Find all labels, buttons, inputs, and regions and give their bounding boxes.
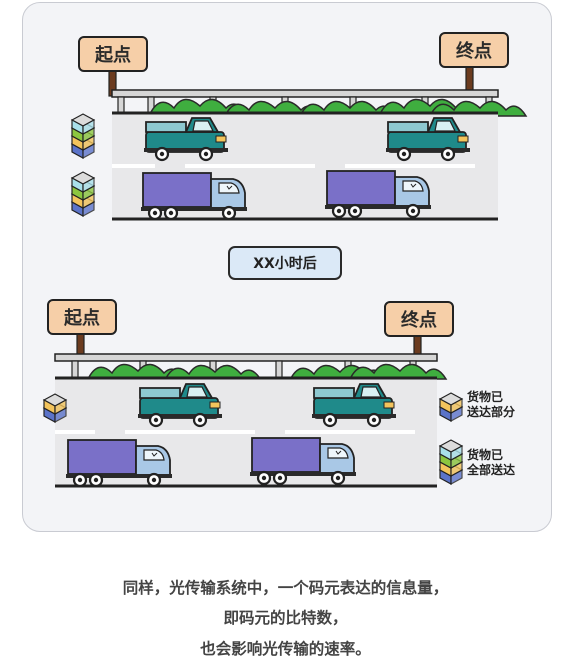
caption-line-1: 同样，光传输系统中，一个码元表达的信息量， xyxy=(122,579,449,597)
note-partial-delivered: 货物已 送达部分 xyxy=(467,390,515,420)
note-line: 货物已 xyxy=(467,390,504,404)
sign-start-label: 起点 xyxy=(94,44,131,66)
cargo-stack-icon xyxy=(440,393,462,421)
sign-start: 起点 xyxy=(47,299,117,335)
fence-rail xyxy=(54,353,438,362)
scene-bottom: 起点 终点 xyxy=(44,299,462,488)
sign-start-label: 起点 xyxy=(63,307,100,329)
fence-rail xyxy=(111,89,499,98)
cargo-stack-icon xyxy=(72,172,94,216)
note-fully-delivered: 货物已 全部送达 xyxy=(467,448,515,478)
cargo-stack-icon xyxy=(44,394,66,422)
sign-end-label: 终点 xyxy=(401,309,437,331)
note-line: 全部送达 xyxy=(467,463,516,477)
cargo-stack-icon xyxy=(440,440,462,484)
sign-end: 终点 xyxy=(384,301,454,337)
cargo-stack-icon xyxy=(72,114,94,158)
scene-top: 起点 终点 xyxy=(72,32,527,221)
caption-line-2: 即码元的比特数， xyxy=(223,609,348,627)
illustration-scene: 起点 终点 xyxy=(0,32,527,488)
caption-line-3: 也会影响光传输的速率。 xyxy=(200,640,371,658)
note-line: 送达部分 xyxy=(467,405,516,419)
time-elapsed-label: XX小时后 xyxy=(228,246,342,280)
sign-end-label: 终点 xyxy=(456,40,492,62)
sign-end: 终点 xyxy=(439,32,509,68)
note-line: 货物已 xyxy=(467,448,504,462)
sign-start: 起点 xyxy=(78,36,148,72)
